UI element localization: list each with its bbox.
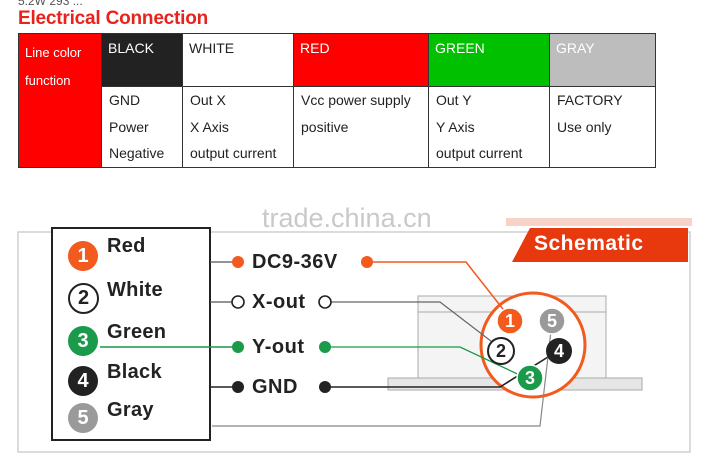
header-line-1: Line color: [25, 45, 82, 60]
header-line-2: function: [25, 73, 71, 88]
connector-pin-1: [496, 307, 524, 335]
schematic-title: Schematic: [534, 232, 644, 255]
dot-red-left: [232, 256, 244, 268]
schematic-banner: [512, 228, 688, 262]
wire-badge-2: 2: [68, 283, 99, 314]
wire-name-red: Red: [107, 235, 146, 257]
dot-black-right: [319, 381, 331, 393]
connector-pin-5: [538, 307, 566, 335]
connector-pin-3-label: 3: [524, 368, 535, 388]
wire-name-gray: Gray: [107, 399, 154, 421]
wire-badge-5: 5: [68, 403, 98, 433]
color-gray-cell: GRAY: [549, 33, 656, 87]
dot-white-right: [318, 295, 332, 309]
color-black-cell: BLACK: [101, 33, 183, 87]
signal-y-out: Y-out: [252, 336, 305, 358]
wire-name-white: White: [107, 279, 163, 301]
connector-pin-2: [487, 337, 515, 365]
watermark: trade.china.cn: [262, 203, 432, 233]
wire-function-table: Line color function BLACK WHITE RED GREEN…: [18, 33, 656, 168]
line-color-function-header: Line color function: [18, 33, 102, 168]
connector-pin-4: [546, 338, 572, 364]
dot-green-right: [319, 341, 331, 353]
table-header-row: Line color function BLACK WHITE RED GREEN…: [18, 33, 656, 168]
connector-pin-5-label: 5: [546, 311, 557, 331]
wire-badge-1: 1: [68, 241, 98, 271]
signal-dc9-36v: DC9-36V: [252, 251, 338, 273]
section-title: Electrical Connection: [18, 8, 209, 29]
connector-pin-3: [516, 364, 544, 392]
wire-badge-3: 3: [68, 326, 98, 356]
partial-top-text: 5.2W 293 ...: [18, 0, 83, 8]
connector-pin-1-label: 1: [504, 311, 515, 331]
connector-pin-4-label: 4: [553, 341, 564, 361]
signal-gnd: GND: [252, 376, 298, 398]
wire-name-black: Black: [107, 361, 162, 383]
color-white-cell: WHITE: [182, 33, 294, 87]
signal-x-out: X-out: [252, 291, 306, 313]
color-red-cell: RED: [293, 33, 429, 87]
wire-badge-4: 4: [68, 366, 98, 396]
dot-red-right: [361, 256, 373, 268]
schematic-banner-shadow: [506, 218, 692, 226]
dot-black-left: [232, 381, 244, 393]
dot-green-left: [232, 341, 244, 353]
dot-white-left: [231, 295, 245, 309]
wire-name-green: Green: [107, 321, 167, 343]
color-green-cell: GREEN: [428, 33, 550, 87]
diagram-frame: [17, 231, 691, 453]
connector-pin-2-label: 2: [495, 341, 506, 361]
